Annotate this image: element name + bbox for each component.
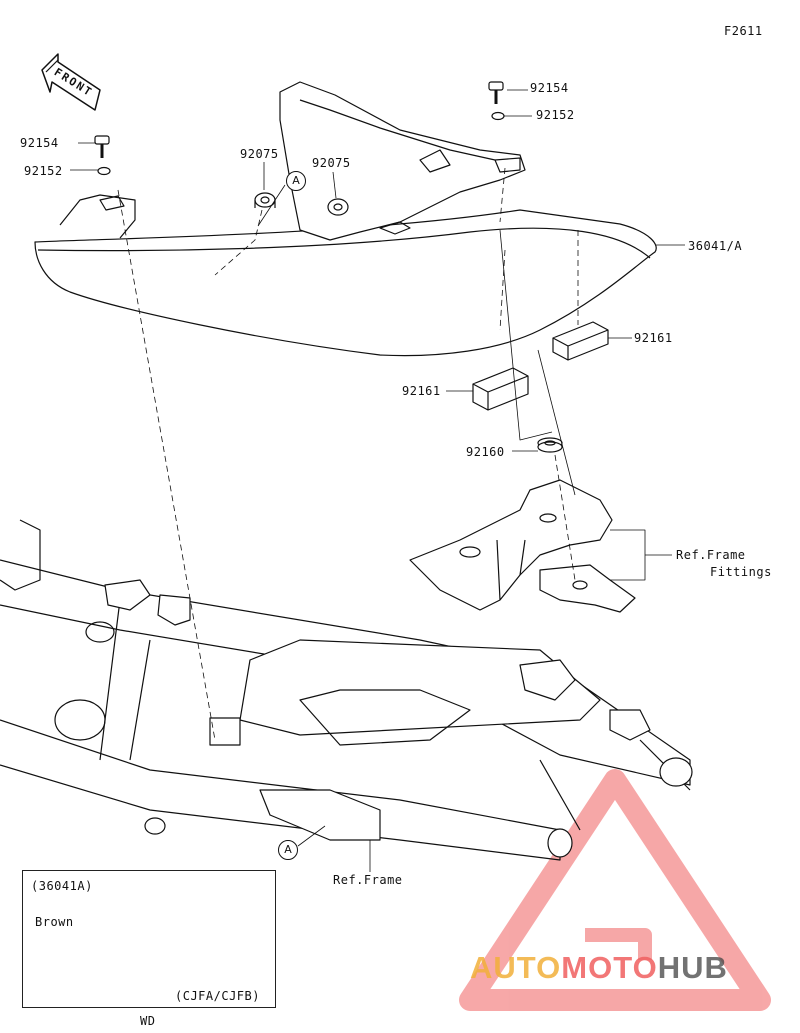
seat-cowl: [34, 81, 657, 357]
grommet-lower-icon: [537, 437, 563, 453]
inset-part-label: (36041A): [31, 879, 93, 893]
damper-left-icon: [472, 367, 529, 411]
label-seat-cowl: 36041/A: [688, 239, 743, 253]
washer-right-icon: [491, 111, 505, 121]
label-damper-right: 92161: [634, 331, 673, 345]
label-grommet-lower: 92160: [466, 445, 505, 459]
label-bolt-left: 92154: [20, 136, 59, 150]
grommet-mid-icon: [327, 198, 349, 216]
watermark-text: AUTOMOTOHUB: [470, 950, 728, 986]
watermark-moto: MOTO: [561, 950, 658, 985]
label-bolt-right: 92154: [530, 81, 569, 95]
callout-a-upper: A: [286, 171, 306, 191]
footer-code: WD: [140, 1014, 156, 1028]
inset-box: (36041A) Brown (CJFA/CJFB): [22, 870, 276, 1008]
label-ref-frame: Ref.Frame: [333, 873, 403, 887]
frame-fittings-bracket: [409, 479, 636, 613]
label-washer-right: 92152: [536, 108, 575, 122]
reference-lines: [70, 89, 685, 872]
rear-frame: [0, 519, 693, 861]
front-arrow-icon: [41, 53, 101, 111]
inset-models-label: (CJFA/CJFB): [175, 989, 260, 1003]
label-washer-left: 92152: [24, 164, 63, 178]
inset-color-label: Brown: [35, 915, 74, 929]
bolt-left-icon: [94, 135, 110, 158]
grommet-left-icon: [254, 192, 276, 208]
label-damper-left: 92161: [402, 384, 441, 398]
label-grommet-mid: 92075: [312, 156, 351, 170]
watermark-logo-icon: [459, 769, 771, 1011]
figure-code: F2611: [724, 24, 763, 38]
label-ref-frame-fittings-1: Ref.Frame: [676, 548, 746, 562]
damper-right-icon: [552, 321, 609, 361]
washer-left-icon: [97, 166, 111, 176]
label-grommet-left: 92075: [240, 147, 279, 161]
callout-a-lower: A: [278, 840, 298, 860]
watermark-auto: AUTO: [470, 950, 562, 985]
watermark-hub: HUB: [657, 950, 728, 985]
bolt-right-icon: [488, 81, 504, 104]
label-ref-frame-fittings-2: Fittings: [710, 565, 772, 579]
